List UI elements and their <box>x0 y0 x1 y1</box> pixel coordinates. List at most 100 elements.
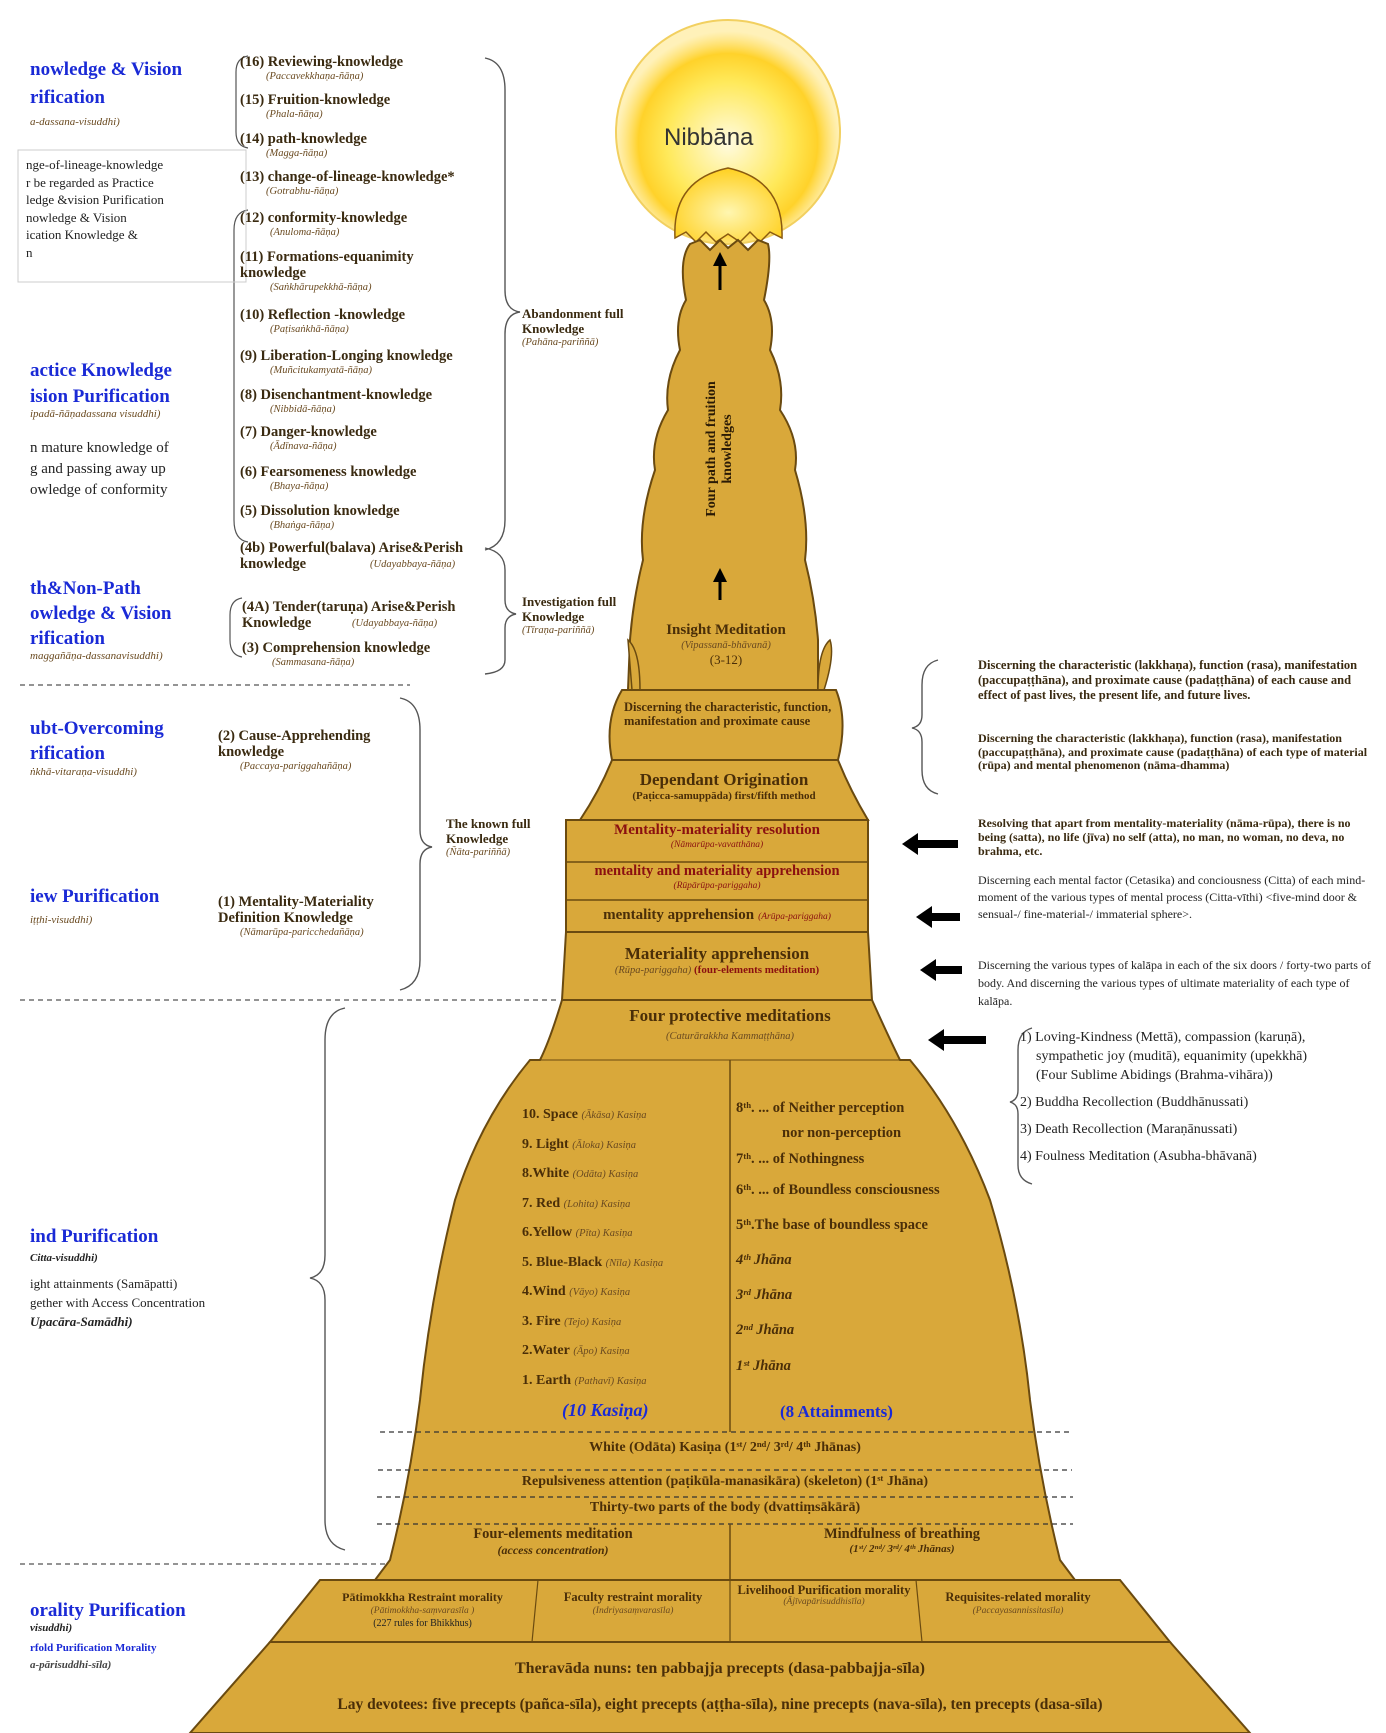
kasina-item: 5. Blue-Black (Nīla) Kasiṇa <box>522 1248 732 1278</box>
knowledge-14: (14) path-knowledge(Magga-ñāṇa) <box>240 131 367 160</box>
knowledge-5: (5) Dissolution knowledge(Bhaṅga-ñāṇa) <box>240 503 400 532</box>
purification-mind-pali: Citta-visuddhi) <box>30 1252 98 1264</box>
knowledge-2: (2) Cause-Apprehending knowledge(Paccaya… <box>218 728 408 773</box>
protective-item: 2) Buddha Recollection (Buddhānussati) <box>1020 1093 1380 1112</box>
purification-practice-pali: ipadā-ñāṇadassana visuddhi) <box>30 408 160 420</box>
purification-kv-pali: a-dassana-visuddhi) <box>30 116 120 128</box>
kasina-item: 9. Light (Āloka) Kasiṇa <box>522 1130 732 1160</box>
purification-view-pali: iṭṭhi-visuddhi) <box>30 914 92 926</box>
discern-note-1: Discerning the characteristic (lakkhaṇa)… <box>978 658 1378 703</box>
knowledge-7: (7) Danger-knowledge(Ādīnava-ñāṇa) <box>240 424 377 453</box>
white-kasina-band: White (Odāta) Kasiṇa (1ˢᵗ/ 2ⁿᵈ/ 3ʳᵈ/ 4ᵗʰ… <box>380 1440 1070 1456</box>
kalapa-note: Discerning the various types of kalāpa i… <box>978 956 1378 1010</box>
knowledge-8: (8) Disenchantment-knowledge(Nibbidā-ñāṇ… <box>240 387 432 416</box>
purification-doubt-pali: ṅkhā-vitaraṇa-visuddhi) <box>30 766 137 778</box>
purification-morality: orality Purification <box>30 1600 186 1622</box>
four-elements-band: Four-elements meditation (access concent… <box>378 1526 728 1558</box>
protective-list: 1) Loving-Kindness (Mettā), compassion (… <box>1020 1028 1380 1166</box>
knowledge-1: (1) Mentality-Materiality Definition Kno… <box>218 894 418 939</box>
arrow-protective <box>942 1036 986 1044</box>
knowledge-4b: (4b) Powerful(balava) Arise&Perish knowl… <box>240 540 510 571</box>
arrow-materiality <box>934 966 962 974</box>
kasina-item: 4.Wind (Vāyo) Kasiṇa <box>522 1277 732 1307</box>
attainment-item: 3ʳᵈ Jhāna <box>736 1287 1006 1322</box>
dependant-origination: Dependant Origination (Paṭicca-samuppāda… <box>580 770 868 802</box>
protective-item: 4) Foulness Meditation (Asubha-bhāvanā) <box>1020 1147 1380 1166</box>
mentality-materiality-apprehension: mentality and materiality apprehension (… <box>566 863 868 893</box>
mentality-apprehension: mentality apprehension (Arūpa-pariggaha) <box>566 906 868 924</box>
attainment-item: 1ˢᵗ Jhāna <box>736 1358 1006 1388</box>
four-protective-meditations: Four protective meditations (Caturārakkh… <box>560 1006 900 1043</box>
attainment-item: 2ⁿᵈ Jhāna <box>736 1322 1006 1358</box>
knowledge-6: (6) Fearsomeness knowledge(Bhaya-ñāṇa) <box>240 464 416 493</box>
kasina-item: 10. Space (Ākāsa) Kasiṇa <box>522 1100 732 1130</box>
purification-path-pali: maggañāṇa-dassanavisuddhi) <box>30 650 163 662</box>
nibbana-label: Nibbāna <box>664 124 753 152</box>
protective-item: (Four Sublime Abidings (Brahma-vihāra)) <box>1020 1066 1380 1085</box>
purification-mind: ind Purification <box>30 1226 158 1248</box>
knowledge-12: (12) conformity-knowledge(Anuloma-ñāṇa) <box>240 210 407 239</box>
repulsiveness-band: Repulsiveness attention (paṭikūla-manasi… <box>378 1474 1072 1490</box>
spire-label: Four path and fruition knowledges <box>704 359 736 539</box>
mind-note: ight attainments (Samāpatti)gether with … <box>30 1274 205 1331</box>
attainment-item: 6ᵗʰ. ... of Boundless consciousness <box>736 1182 1006 1217</box>
brace-abandonment <box>485 58 520 550</box>
mental-factor-note: Discerning each mental factor (Cetasika)… <box>978 872 1378 923</box>
attainment-list: 8ᵗʰ. ... of Neither perception nor non-p… <box>736 1100 1006 1388</box>
nuns-precepts: Theravāda nuns: ten pabbajja precepts (d… <box>290 1660 1150 1678</box>
kasina-item: 8.White (Odāta) Kasiṇa <box>522 1159 732 1189</box>
breathing-band: Mindfulness of breathing (1ˢᵗ/ 2ⁿᵈ/ 3ʳᵈ/… <box>732 1526 1072 1555</box>
knowledge-4a: (4A) Tender(taruṇa) Arise&Perish Knowled… <box>242 599 502 630</box>
requisites-morality: Requisites-related morality (Paccayasann… <box>918 1590 1118 1618</box>
materiality-apprehension: Materiality apprehension (Rūpa-pariggaha… <box>562 944 872 977</box>
attainments-total: (8 Attainments) <box>780 1402 893 1422</box>
known-full-knowledge: The known full Knowledge(Ñāta-pariññā) <box>446 816 562 859</box>
kasina-item: 3. Fire (Tejo) Kasiṇa <box>522 1307 732 1337</box>
attainment-item: 8ᵗʰ. ... of Neither perception <box>736 1100 1006 1125</box>
protective-item: sympathetic joy (muditā), equanimity (up… <box>1020 1047 1380 1066</box>
arrow-mentality <box>930 913 960 921</box>
attainment-item: 4ᵗʰ Jhāna <box>736 1252 1006 1287</box>
kasina-list: 10. Space (Ākāsa) Kasiṇa 9. Light (Āloka… <box>522 1100 732 1395</box>
lay-precepts: Lay devotees: five precepts (pañca-sīla)… <box>220 1696 1220 1714</box>
precepts-base <box>190 1642 1250 1733</box>
kasina-total: (10 Kasiṇa) <box>562 1400 649 1421</box>
kasina-item: 6.Yellow (Pīta) Kasiṇa <box>522 1218 732 1248</box>
protective-item: 1) Loving-Kindness (Mettā), compassion (… <box>1020 1028 1380 1047</box>
brace-mind <box>310 1008 345 1550</box>
kasina-item: 1. Earth (Pathavī) Kasiṇa <box>522 1366 732 1396</box>
knowledge-3: (3) Comprehension knowledge(Sammasana-ñā… <box>242 640 430 669</box>
knowledge-9: (9) Liberation-Longing knowledge(Muñcitu… <box>240 348 453 377</box>
investigation-full-knowledge: Investigation full Knowledge(Tīraṇa-pari… <box>522 594 632 637</box>
arrow-resolution <box>916 840 958 848</box>
attainment-item: 5ᵗʰ.The base of boundless space <box>736 1217 1006 1252</box>
patimokkha-morality: Pātimokkha Restraint morality (Pātimokkh… <box>310 1590 535 1629</box>
brace-discern <box>912 660 938 794</box>
purification-morality-pali: visuddhi) <box>30 1622 72 1634</box>
protective-item: 3) Death Recollection (Maraṇānussati) <box>1020 1120 1380 1139</box>
faculty-morality: Faculty restraint morality (Indriyasaṃva… <box>538 1590 728 1618</box>
knowledge-16: (16) Reviewing-knowledge(Paccavekkhaṇa-ñ… <box>240 54 403 83</box>
attainment-item: nor non-perception <box>736 1125 1006 1151</box>
attainment-item: 7ᵗʰ. ... of Nothingness <box>736 1151 1006 1182</box>
insight-meditation: Insight Meditation (Vipassanā-bhāvanā) (… <box>636 622 816 668</box>
knowledge-15: (15) Fruition-knowledge(Phala-ñāṇa) <box>240 92 390 121</box>
discerning-level-text: Discerning the characteristic, function,… <box>624 700 834 728</box>
mentality-materiality-resolution: Mentality-materiality resolution (Nāmarū… <box>566 822 868 852</box>
thirty-two-parts-band: Thirty-two parts of the body (dvattiṃsāk… <box>377 1500 1073 1516</box>
discern-note-2: Discerning the characteristic (lakkhaṇa)… <box>978 732 1378 773</box>
kasina-item: 7. Red (Lohita) Kasiṇa <box>522 1189 732 1219</box>
kasina-item: 2.Water (Āpo) Kasiṇa <box>522 1336 732 1366</box>
livelihood-morality: Livelihood Purification morality (Ājīvap… <box>732 1584 916 1609</box>
resolving-note: Resolving that apart from mentality-mate… <box>978 816 1378 858</box>
purification-view: iew Purification <box>30 886 159 908</box>
knowledge-11: (11) Formations-equanimity knowledge(Saṅ… <box>240 249 480 294</box>
knowledge-13: (13) change-of-lineage-knowledge*(Gotrab… <box>240 169 455 198</box>
